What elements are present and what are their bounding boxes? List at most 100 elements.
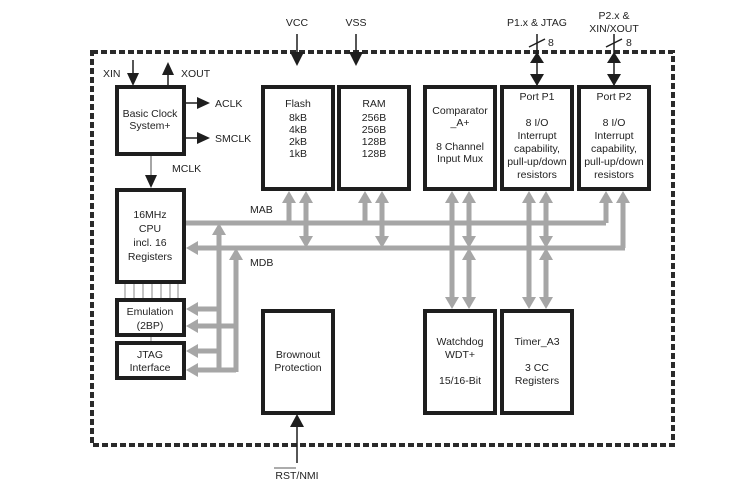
flash-block-text: 1kB xyxy=(289,148,307,160)
port1-block-text: resistors xyxy=(517,169,557,181)
watchdog-block-text: Watchdog xyxy=(437,336,484,348)
smclk-label: SMCLK xyxy=(215,133,251,145)
flash-block xyxy=(261,85,335,191)
brownout-block xyxy=(261,309,335,415)
mdb-arrow-head-icon xyxy=(375,236,389,248)
emulation-mdb-arrow-icon xyxy=(186,319,198,333)
p2-label-line2: XIN/XOUT xyxy=(589,23,639,35)
flash-block-text: 8kB xyxy=(289,112,307,124)
emulation-block-text: (2BP) xyxy=(137,320,164,332)
cpu-emulation-links xyxy=(124,284,179,341)
timer-block-text: Timer_A3 xyxy=(514,336,559,348)
flash-block-text: Flash xyxy=(285,98,311,110)
comparator-block-text: Input Mux xyxy=(437,153,484,165)
ram-block-text: RAM xyxy=(362,98,385,110)
xin-arrow-icon xyxy=(127,73,139,86)
cpu-block-text: Registers xyxy=(128,251,172,263)
cpu-block-text: incl. 16 xyxy=(133,237,166,249)
watchdog-block xyxy=(423,309,497,415)
bus-arrow-head-icon xyxy=(539,191,553,203)
comparator-block-text: Comparator xyxy=(432,105,488,117)
smclk-arrow-icon xyxy=(197,132,210,144)
bus-arrow-head-icon xyxy=(462,248,476,260)
comparator-block-text: _A+ xyxy=(450,117,470,129)
flash-block-text: 4kB xyxy=(289,124,307,136)
port1-block-text: pull-up/down xyxy=(507,156,567,168)
port1-block-text: 8 I/O xyxy=(526,117,549,129)
xout-label: XOUT xyxy=(181,68,211,80)
bus-arrow-head-icon xyxy=(522,297,536,309)
ram-block-text: 128B xyxy=(362,136,387,148)
bus-arrow-head-icon xyxy=(539,236,553,248)
clock-block xyxy=(115,85,186,156)
watchdog-block-text: WDT+ xyxy=(445,349,475,361)
mdb-debug-arrow-icon xyxy=(229,248,243,260)
port1-block-text: Port P1 xyxy=(519,91,554,103)
port2-block xyxy=(577,85,651,191)
bus-arrow-head-icon xyxy=(539,248,553,260)
mab-arrow-head-icon xyxy=(282,191,296,203)
cpu-block-text: 16MHz xyxy=(133,209,166,221)
emulation-block-text: Emulation xyxy=(127,306,174,318)
ram-block-text: 128B xyxy=(362,148,387,160)
timer-block-text: 3 CC xyxy=(525,362,549,374)
emulation-mab-arrow-icon xyxy=(186,302,198,316)
port2-block-text: Port P2 xyxy=(596,91,631,103)
brownout-block-text: Protection xyxy=(274,362,321,374)
device-boundary xyxy=(90,50,675,447)
port2-block-text: pull-up/down xyxy=(584,156,644,168)
mdb-arrow-head-icon xyxy=(299,191,313,203)
mclk-arrow-icon xyxy=(145,175,157,188)
jtag-mdb-arrow-icon xyxy=(186,363,198,377)
port2-block-text: resistors xyxy=(594,169,634,181)
jtag-block-text: Interface xyxy=(130,362,171,374)
ram-block-text: 256B xyxy=(362,124,387,136)
vcc-label: VCC xyxy=(286,17,309,29)
bus-arrow-head-icon xyxy=(445,191,459,203)
timer-block xyxy=(500,309,574,415)
port1-block-text: Interrupt xyxy=(517,130,556,142)
vss-label: VSS xyxy=(345,17,366,29)
labels: VCC VSS P1.x & JTAG 8 P2.x & XIN/XOUT 8 … xyxy=(103,10,644,482)
ram-block-text: 256B xyxy=(362,112,387,124)
mab-arrow-head-icon xyxy=(358,191,372,203)
mdb-label: MDB xyxy=(250,257,273,269)
p1-width-label: 8 xyxy=(548,37,554,49)
port2-block-text: Interrupt xyxy=(594,130,633,142)
ram-block xyxy=(337,85,411,191)
jtag-block xyxy=(115,341,186,380)
port1-block xyxy=(500,85,574,191)
p2-width-label: 8 xyxy=(626,37,632,49)
port2-mdb-arrow-icon xyxy=(616,191,630,203)
brownout-block-text: Brownout xyxy=(276,349,320,361)
clock-block-text: Basic Clock xyxy=(123,108,179,120)
watchdog-block-text: 15/16-Bit xyxy=(439,375,481,387)
mdb-arrow-head-icon xyxy=(375,191,389,203)
xout-arrow-icon xyxy=(162,62,174,75)
port2-mab-arrow-icon xyxy=(599,191,613,203)
jtag-mab-arrow-icon xyxy=(186,344,198,358)
emulation-block xyxy=(115,298,186,337)
port2-block-text: capability, xyxy=(591,143,637,155)
comparator-block-text: 8 Channel xyxy=(436,141,484,153)
bus-arrow-head-icon xyxy=(445,297,459,309)
xin-label: XIN xyxy=(103,68,121,80)
cpu-block xyxy=(115,188,186,284)
timer-block-text: Registers xyxy=(515,375,559,387)
mab-debug-arrow-icon xyxy=(212,223,226,235)
bus-arrow-head-icon xyxy=(522,191,536,203)
port2-block-text: 8 I/O xyxy=(603,117,626,129)
comparator-block xyxy=(423,85,497,191)
p2-label-line1: P2.x & xyxy=(599,10,630,22)
bus-lines xyxy=(184,220,625,251)
cpu-mdb-arrow-icon xyxy=(186,241,198,255)
aclk-arrow-icon xyxy=(197,97,210,109)
mab-label: MAB xyxy=(250,204,273,216)
vcc-arrow-icon xyxy=(290,52,304,66)
cpu-block-text: CPU xyxy=(139,223,161,235)
clock-block-text: System+ xyxy=(129,120,170,132)
p1-label: P1.x & JTAG xyxy=(507,17,567,29)
port1-block-text: capability, xyxy=(514,143,560,155)
bus-arrow-head-icon xyxy=(539,297,553,309)
